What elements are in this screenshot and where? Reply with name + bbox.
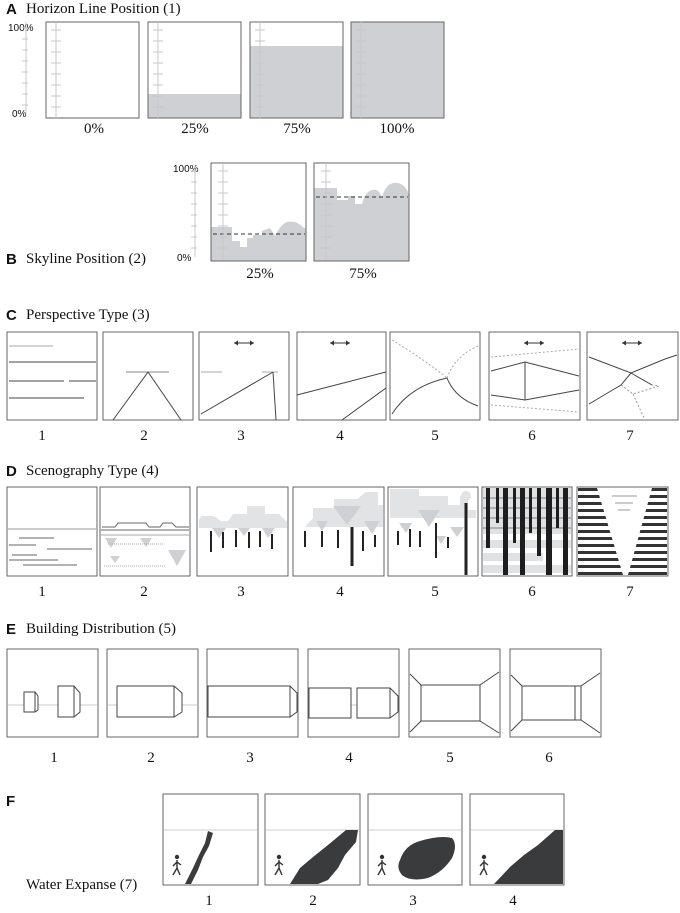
scenography-label-4: 4 [336, 584, 344, 600]
building-panel-2 [106, 648, 199, 738]
horizon-panel-1 [45, 21, 140, 119]
section-a-title: Horizon Line Position (1) [26, 1, 181, 17]
perspective-panel-7 [586, 331, 679, 421]
building-label-5: 5 [446, 750, 454, 766]
skyline-panel-2 [313, 162, 410, 262]
water-label-4: 4 [509, 893, 517, 909]
section-e-title: Building Distribution (5) [26, 621, 176, 637]
building-label-3: 3 [246, 750, 254, 766]
perspective-panel-2 [102, 331, 194, 421]
section-b-axis-bottom: 0% [177, 253, 192, 264]
scenography-label-3: 3 [237, 584, 245, 600]
water-panel-3 [367, 793, 463, 886]
building-panel-6 [509, 648, 602, 738]
section-f-title: Water Expanse (7) [26, 877, 138, 893]
water-label-3: 3 [409, 893, 417, 909]
section-b-axis-top: 100% [173, 164, 199, 175]
water-panel-4 [469, 793, 565, 886]
scenography-label-2: 2 [140, 584, 148, 600]
perspective-panel-6 [488, 331, 581, 421]
perspective-label-1: 1 [38, 428, 46, 444]
scenography-panel-5 [387, 486, 479, 577]
building-label-4: 4 [345, 750, 353, 766]
section-b-left-ruler [190, 164, 198, 258]
section-a-letter: A [6, 1, 17, 18]
horizon-panel-4 [350, 21, 445, 119]
section-a-axis-bottom: 0% [12, 109, 27, 120]
scenography-panel-6 [481, 486, 573, 577]
perspective-label-2: 2 [140, 428, 148, 444]
horizon-panel-3 [249, 21, 344, 119]
horizon-label-1: 0% [84, 121, 104, 137]
section-a-left-ruler [21, 21, 29, 115]
horizon-label-2: 25% [181, 121, 209, 137]
section-d-title: Scenography Type (4) [26, 463, 159, 479]
perspective-panel-3 [198, 331, 290, 421]
skyline-label-1: 25% [246, 266, 274, 282]
perspective-panel-1 [6, 331, 98, 421]
horizon-label-3: 75% [283, 121, 311, 137]
scenography-panel-7 [576, 486, 669, 577]
section-b-title: Skyline Position (2) [26, 251, 147, 267]
scenography-label-7: 7 [626, 584, 634, 600]
water-panel-2 [264, 793, 361, 886]
perspective-panel-4 [296, 331, 387, 421]
perspective-label-7: 7 [626, 428, 634, 444]
building-label-1: 1 [50, 750, 58, 766]
building-label-2: 2 [147, 750, 155, 766]
scenography-panel-2 [99, 486, 191, 577]
water-panel-1 [162, 793, 259, 886]
section-f-letter: F [6, 793, 16, 810]
section-e-letter: E [6, 621, 17, 638]
scenography-panel-1 [6, 486, 98, 577]
perspective-label-5: 5 [431, 428, 439, 444]
perspective-label-4: 4 [336, 428, 344, 444]
skyline-panel-1 [210, 162, 307, 262]
building-panel-4 [307, 648, 400, 738]
scenography-label-5: 5 [431, 584, 439, 600]
water-label-2: 2 [309, 893, 317, 909]
horizon-label-4: 100% [379, 121, 415, 137]
building-panel-5 [408, 648, 501, 738]
scenography-panel-4 [292, 486, 385, 577]
perspective-label-6: 6 [528, 428, 536, 444]
perspective-label-3: 3 [237, 428, 245, 444]
skyline-label-2: 75% [349, 266, 377, 282]
section-b-letter: B [6, 251, 17, 268]
scenography-panel-3 [196, 486, 289, 577]
building-panel-1 [6, 648, 99, 738]
building-panel-3 [206, 648, 299, 738]
building-label-6: 6 [545, 750, 553, 766]
section-d-letter: D [6, 463, 17, 480]
scenography-label-1: 1 [38, 584, 46, 600]
section-a-axis-top: 100% [8, 23, 34, 34]
scenography-label-6: 6 [528, 584, 536, 600]
water-label-1: 1 [205, 893, 213, 909]
section-c-letter: C [6, 307, 17, 324]
section-c-title: Perspective Type (3) [26, 307, 150, 323]
horizon-panel-2 [147, 21, 242, 119]
perspective-panel-5 [389, 331, 481, 421]
